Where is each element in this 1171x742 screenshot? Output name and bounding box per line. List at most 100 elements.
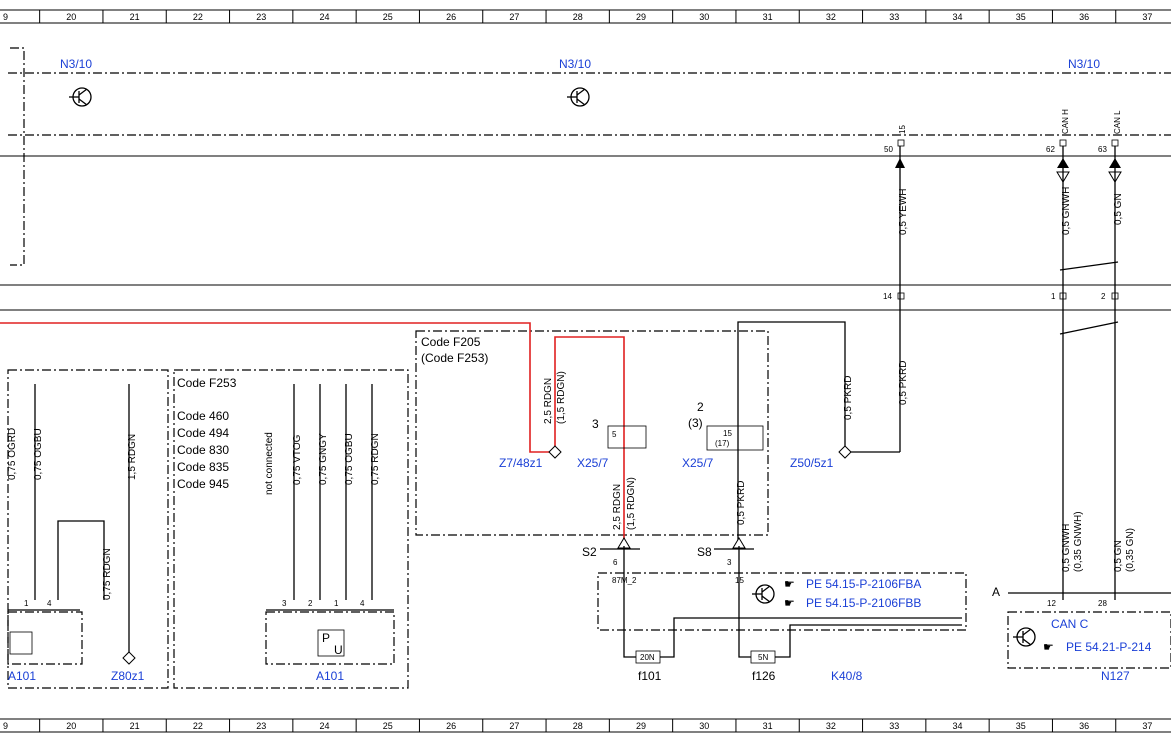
column-number: 23 xyxy=(256,12,266,22)
column-number: 21 xyxy=(130,721,140,731)
pin-15-label: 15 xyxy=(898,125,907,134)
column-number: 33 xyxy=(889,12,899,22)
pe-ref-2[interactable]: PE 54.15-P-2106FBB xyxy=(806,596,921,610)
wire-label-rdgn-mid-alt: (1,5 RDGN) xyxy=(626,477,637,530)
pointing-hand-icon: ☛ xyxy=(1043,640,1054,654)
x25-a-pin: 5 xyxy=(612,430,617,439)
wire-label-rdgn-075: 0,75 RDGN xyxy=(102,548,113,600)
x25-b-pin: 15 xyxy=(723,429,732,438)
code-f205-label: Code F205 xyxy=(421,335,481,349)
x25-a-num: 3 xyxy=(592,417,599,431)
pin-28: 28 xyxy=(1098,599,1107,608)
n3-10-label-mid: N3/10 xyxy=(559,57,591,71)
pressure-sensor-icon xyxy=(9,631,33,655)
can-h-label: CAN H xyxy=(1061,109,1070,134)
column-number: 20 xyxy=(66,12,76,22)
column-number: 30 xyxy=(699,12,709,22)
wire-label-gnwh-low-alt: (0,35 GNWH) xyxy=(1073,511,1084,572)
wire-label-gn-low: 0,5 GN xyxy=(1113,540,1124,572)
a-label: A xyxy=(992,585,1000,599)
column-number: 23 xyxy=(256,721,266,731)
wire-label-gn: 0,5 GN xyxy=(1113,193,1124,225)
pe-ref-1[interactable]: PE 54.15-P-2106FBA xyxy=(806,577,921,591)
f253-wires xyxy=(293,384,373,600)
code-f253-box xyxy=(173,369,409,689)
column-number: 30 xyxy=(699,721,709,731)
a101r-pin-2: 2 xyxy=(308,599,313,608)
column-number: 35 xyxy=(1016,721,1026,731)
wire-label-rdgn-red-alt: (1,5 RDGN) xyxy=(556,371,567,424)
column-number: 32 xyxy=(826,721,836,731)
x25-7-label-b: X25/7 xyxy=(682,456,714,470)
wire-label-yewh: 0,5 YEWH xyxy=(898,189,909,236)
s8-label: S8 xyxy=(697,545,712,559)
column-number: 29 xyxy=(636,721,646,731)
left-wires xyxy=(34,384,130,652)
fuse-20n: 20N xyxy=(640,653,655,662)
pu-p: P xyxy=(322,631,330,645)
column-number: 34 xyxy=(953,12,963,22)
transistor-icon xyxy=(69,87,92,107)
wire-label-rdgn-red: 2,5 RDGN xyxy=(543,378,554,424)
column-number: 32 xyxy=(826,12,836,22)
column-number: 28 xyxy=(573,721,583,731)
wires-right xyxy=(737,146,1119,600)
column-number: 37 xyxy=(1142,12,1152,22)
column-number: 36 xyxy=(1079,721,1089,731)
x25-b-alt: (3) xyxy=(688,416,703,430)
n3-10-label-right: N3/10 xyxy=(1068,57,1100,71)
transistor-icon xyxy=(1013,627,1036,647)
s2-pin: 6 xyxy=(613,558,618,567)
pointing-hand-icon: ☛ xyxy=(784,596,795,610)
wire-label-rdgn-15: 1,5 RDGN xyxy=(127,434,138,480)
pin-50: 50 xyxy=(884,145,893,154)
connector-pins-top xyxy=(895,139,1122,183)
s2-label: S2 xyxy=(582,545,597,559)
column-number: 9 xyxy=(3,721,8,731)
code-f205-box xyxy=(415,330,769,536)
column-number: 24 xyxy=(320,721,330,731)
wire-label-pkrd-b: 0,5 PKRD xyxy=(843,376,854,420)
a101-label-right: A101 xyxy=(316,669,344,683)
column-number: 28 xyxy=(573,12,583,22)
column-number: 27 xyxy=(509,721,519,731)
code-f253-alt-label: (Code F253) xyxy=(421,351,488,365)
x25-7-label-a: X25/7 xyxy=(577,456,609,470)
z50-5z1-label: Z50/5z1 xyxy=(790,456,834,470)
code-f253-label: Code F253 xyxy=(177,376,237,390)
can-c-label: CAN C xyxy=(1051,617,1089,631)
n3-10-housing xyxy=(0,47,1171,311)
column-number: 21 xyxy=(130,12,140,22)
wire-label-ogbu-right: 0,75 OGBU xyxy=(344,433,355,485)
code-835: Code 835 xyxy=(177,460,229,474)
column-number: 37 xyxy=(1142,721,1152,731)
z7-48z1-label: Z7/48z1 xyxy=(499,456,543,470)
code-460: Code 460 xyxy=(177,409,229,423)
column-number: 22 xyxy=(193,12,203,22)
pe-ref-3[interactable]: PE 54.21-P-214 xyxy=(1066,640,1152,654)
wire-label-cut-off: 0,75 OGRD xyxy=(7,428,18,480)
code-494: Code 494 xyxy=(177,426,229,440)
wire-label-vtog: 0,75 VTOG xyxy=(292,434,303,485)
column-number: 24 xyxy=(320,12,330,22)
column-number: 34 xyxy=(953,721,963,731)
f101-label: f101 xyxy=(638,669,662,683)
column-number: 22 xyxy=(193,721,203,731)
column-number: 33 xyxy=(889,721,899,731)
wire-label-rdgn-mid: 2,5 RDGN xyxy=(612,484,623,530)
a101r-pin-1: 1 xyxy=(334,599,339,608)
pin-12: 12 xyxy=(1047,599,1056,608)
wire-label-pkrd-a: 0,5 PKRD xyxy=(898,361,909,405)
red-wires xyxy=(0,322,625,546)
a101-label-left: A101 xyxy=(8,669,36,683)
f126-label: f126 xyxy=(752,669,776,683)
column-number: 29 xyxy=(636,12,646,22)
pin-63: 63 xyxy=(1098,145,1107,154)
pin-62: 62 xyxy=(1046,145,1055,154)
wire-label-pkrd-c: 0,5 PKRD xyxy=(736,481,747,525)
column-number: 31 xyxy=(763,721,773,731)
pu-u: U xyxy=(334,643,343,657)
